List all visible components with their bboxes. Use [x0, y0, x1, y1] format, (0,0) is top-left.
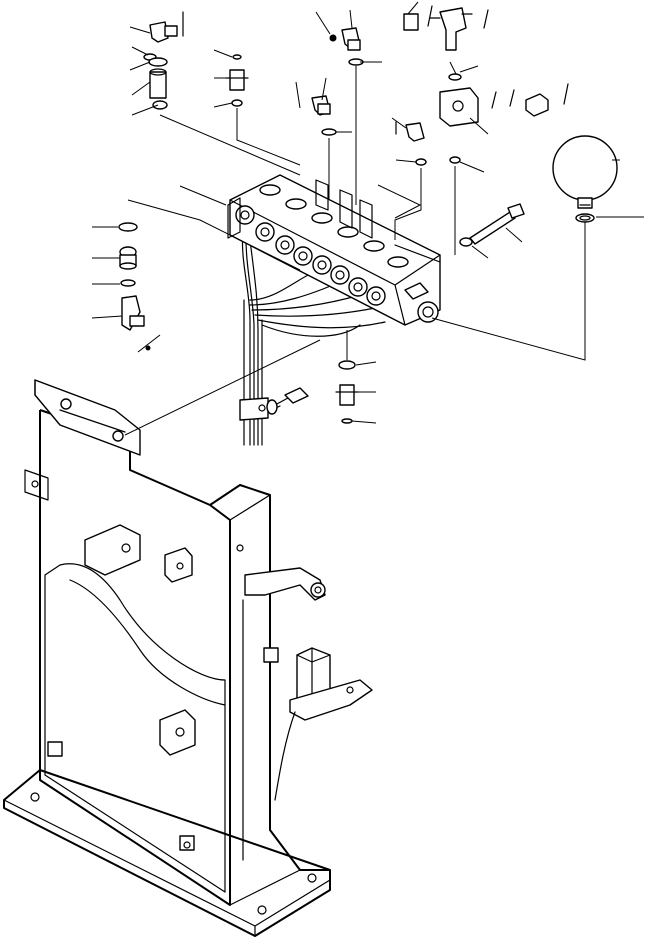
- mounting-bolt: [459, 203, 525, 247]
- pedal-bracket: [274, 647, 373, 801]
- stand-frame: [3, 379, 331, 937]
- accumulator: [552, 135, 618, 223]
- plug: [119, 246, 137, 270]
- connector-fittings: [149, 68, 359, 406]
- leader-lines: [91, 1, 644, 436]
- elbow-fittings: [121, 5, 569, 351]
- valve-manifold: [227, 174, 441, 326]
